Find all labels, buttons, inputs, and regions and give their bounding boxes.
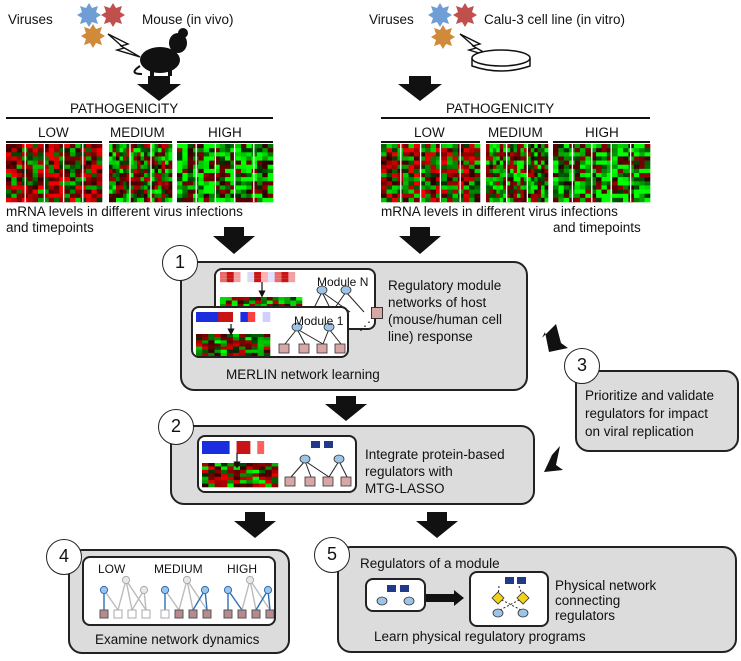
caption-right-line2: and timepoints <box>553 220 641 235</box>
module-1-heatmap <box>196 312 271 356</box>
step1-number: 1 <box>162 245 198 281</box>
host-label-mouse: Mouse (in vivo) <box>142 12 234 27</box>
step5-physical-line: Physical network <box>555 578 657 593</box>
step5-physical-description: Physical network connecting regulators <box>555 578 656 623</box>
medium-label-right: MEDIUM <box>488 125 543 140</box>
dynamics-low-label: LOW <box>98 562 126 576</box>
step3-description-line: Prioritize and validate <box>585 388 715 403</box>
step5-physical-line: connecting <box>555 593 621 608</box>
low-label-right: LOW <box>414 125 445 140</box>
virus-icon <box>77 3 125 48</box>
mouse-icon <box>133 28 188 76</box>
mtg-lasso-network <box>202 441 352 488</box>
step4-number: 4 <box>46 539 82 575</box>
module-regulators-icons <box>376 585 415 606</box>
ellipsis-mark: ⋰ <box>359 319 371 333</box>
step1-description-line: networks of host <box>388 295 487 310</box>
module-1-network <box>196 312 346 356</box>
step3-box <box>575 370 739 452</box>
dynamics-high-label: HIGH <box>227 562 257 576</box>
network-dynamics-card: LOW MEDIUM HIGH <box>82 556 276 626</box>
module-n-label: Module N <box>317 275 369 289</box>
module-1-label: Module 1 <box>294 314 344 328</box>
step2-number: 2 <box>158 409 194 445</box>
module-regulators-card <box>365 578 426 612</box>
caption-left-line1: mRNA levels in different virus infection… <box>6 204 243 219</box>
dynamics-graphs <box>99 575 274 619</box>
viruses-label-right: Viruses <box>369 12 414 27</box>
step1-description-line: (mouse/human cell <box>388 312 503 327</box>
step5-physical-line: regulators <box>555 608 616 623</box>
step3-description-line: on viral replication <box>585 424 694 439</box>
step5-header: Regulators of a module <box>360 556 500 571</box>
pathogenicity-label-left: PATHOGENICITY <box>70 101 179 116</box>
lightning-icon <box>107 33 141 58</box>
host-label-calu3: Calu-3 cell line (in vitro) <box>484 12 626 27</box>
high-label-right: HIGH <box>585 125 619 140</box>
network-dynamics-graphs <box>99 575 274 619</box>
step4-footer: Examine network dynamics <box>95 632 260 647</box>
step1-footer: MERLIN network learning <box>226 367 380 382</box>
step2-description: Integrate protein-based regulators with … <box>365 446 505 497</box>
step5-footer: Learn physical regulatory programs <box>374 629 586 644</box>
module-1-card: Module 1 <box>191 306 349 358</box>
dynamics-medium-label: MEDIUM <box>154 562 203 576</box>
virus-icon <box>428 3 477 49</box>
step1-description-line: Regulatory module <box>388 278 502 293</box>
down-arrow-icon <box>137 76 568 538</box>
physical-network-card <box>469 571 549 627</box>
expression-heatmaps <box>6 144 651 203</box>
step2-description-line: Integrate protein-based <box>365 447 505 462</box>
physical-network-graph <box>491 577 530 618</box>
low-label-left: LOW <box>38 125 69 140</box>
medium-label-left: MEDIUM <box>110 125 165 140</box>
step2-description-line: regulators with <box>365 464 453 479</box>
step5-number: 5 <box>314 537 350 573</box>
viruses-label-left: Viruses <box>8 12 53 27</box>
step3-description-line: regulators for impact <box>585 406 709 421</box>
mtg-lasso-card <box>197 435 357 493</box>
high-label-left: HIGH <box>208 125 242 140</box>
step2-description-line: MTG-LASSO <box>365 481 445 496</box>
module-n-target-node <box>371 307 383 319</box>
step3-number: 3 <box>564 348 600 384</box>
step1-description: Regulatory module networks of host (mous… <box>388 277 502 345</box>
petri-dish-icon <box>471 49 531 72</box>
caption-right-line1: mRNA levels in different virus infection… <box>381 204 618 219</box>
caption-left-line2: and timepoints <box>6 220 94 235</box>
step1-description-line: line) response <box>388 329 473 344</box>
mtg-lasso-heatmap <box>202 441 279 488</box>
step3-description: Prioritize and validate regulators for i… <box>585 387 714 441</box>
right-arrow-icon <box>426 590 464 606</box>
pathogenicity-label-right: PATHOGENICITY <box>446 101 555 116</box>
